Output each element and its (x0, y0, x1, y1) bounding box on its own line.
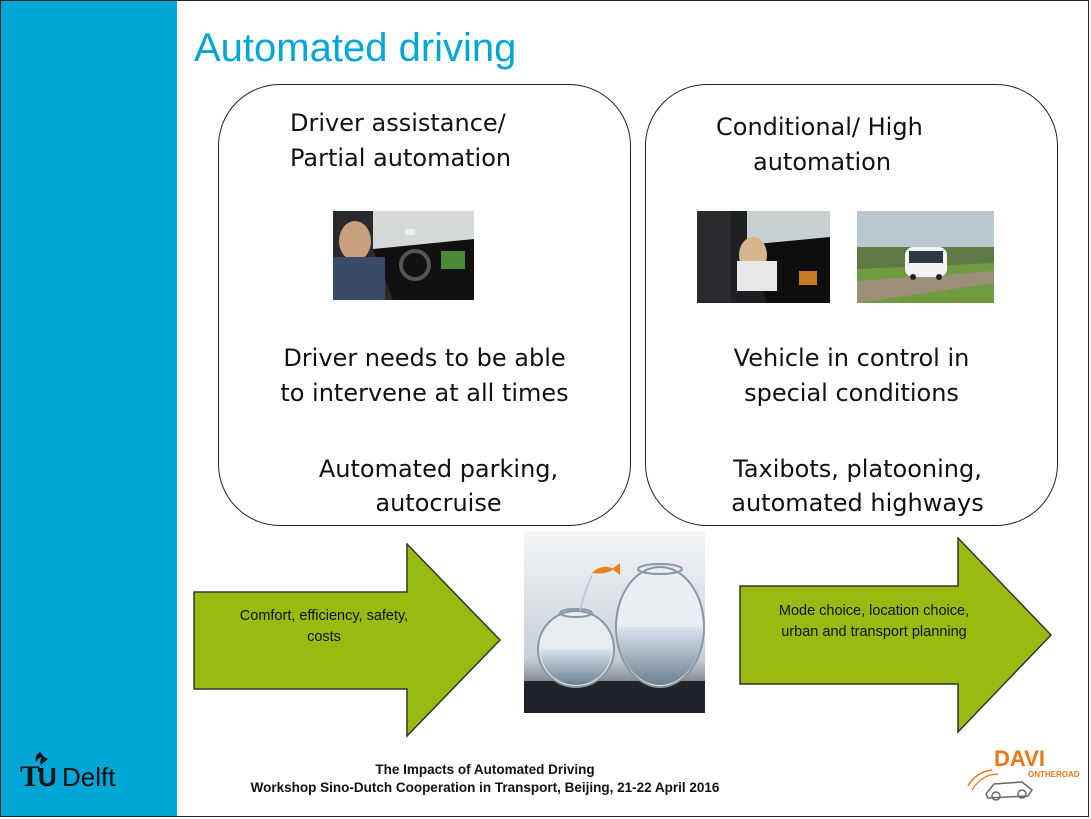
svg-text:DAVI: DAVI (994, 746, 1045, 771)
right-content-box (645, 84, 1058, 526)
left-arrow-line1: Comfort, efficiency, safety, (239, 608, 409, 624)
left-content-box (218, 84, 631, 526)
conditional-automation-photo (697, 211, 830, 303)
self-driving-shuttle-photo-image (857, 211, 994, 303)
footer-line1: The Impacts of Automated Driving (375, 762, 595, 777)
davi-logo[interactable]: DAVI ONTHEROAD (962, 746, 1084, 804)
right-heading-line1: Conditional/ High (716, 113, 923, 141)
left-desc-line1: Driver needs to be able (283, 344, 566, 372)
left-heading-line2: Partial automation (290, 144, 512, 172)
davi-logo-graphic: DAVI ONTHEROAD (967, 746, 1080, 801)
svg-text:U: U (38, 762, 57, 792)
right-examples-line2: automated highways (731, 489, 984, 517)
driver-assist-photo (333, 211, 474, 300)
slide-title: Automated driving (194, 26, 517, 70)
right-desc-line2: special conditions (744, 379, 959, 407)
left-arrow-shape (193, 543, 502, 738)
left-desc-line2: to intervene at all times (280, 379, 569, 407)
slide-sidebar (1, 1, 177, 816)
conditional-automation-photo-image (697, 211, 830, 303)
svg-text:T: T (20, 760, 40, 793)
right-heading-line2: automation (753, 148, 892, 176)
svg-text:ONTHEROAD: ONTHEROAD (1028, 770, 1080, 779)
fishbowl-jump-image (524, 531, 705, 713)
car-icon (985, 781, 1034, 801)
right-arrow-line1: Mode choice, location choice, (778, 603, 970, 619)
flame-icon (35, 752, 48, 765)
driver-assist-photo-image (333, 211, 474, 300)
self-driving-shuttle-photo (857, 211, 994, 303)
left-heading-line1: Driver assistance/ (290, 109, 506, 137)
footer-line2: Workshop Sino-Dutch Cooperation in Trans… (250, 780, 720, 795)
tudelft-logo-graphic: T U Delft (20, 752, 116, 793)
left-examples-line1: Automated parking, (318, 455, 559, 483)
fishbowl-jump-photo (524, 531, 705, 713)
left-arrow-line2: costs (307, 629, 341, 645)
left-examples-line2: autocruise (375, 489, 502, 517)
right-arrow-line2: urban and transport planning (781, 624, 967, 640)
right-arrow-shape (739, 537, 1053, 734)
right-desc-line1: Vehicle in control in (733, 344, 970, 372)
right-examples-line1: Taxibots, platooning, (733, 455, 982, 483)
footer: The Impacts of Automated Driving Worksho… (250, 761, 720, 797)
tudelft-logo[interactable]: T U Delft (18, 748, 158, 798)
svg-text:Delft: Delft (62, 762, 116, 792)
